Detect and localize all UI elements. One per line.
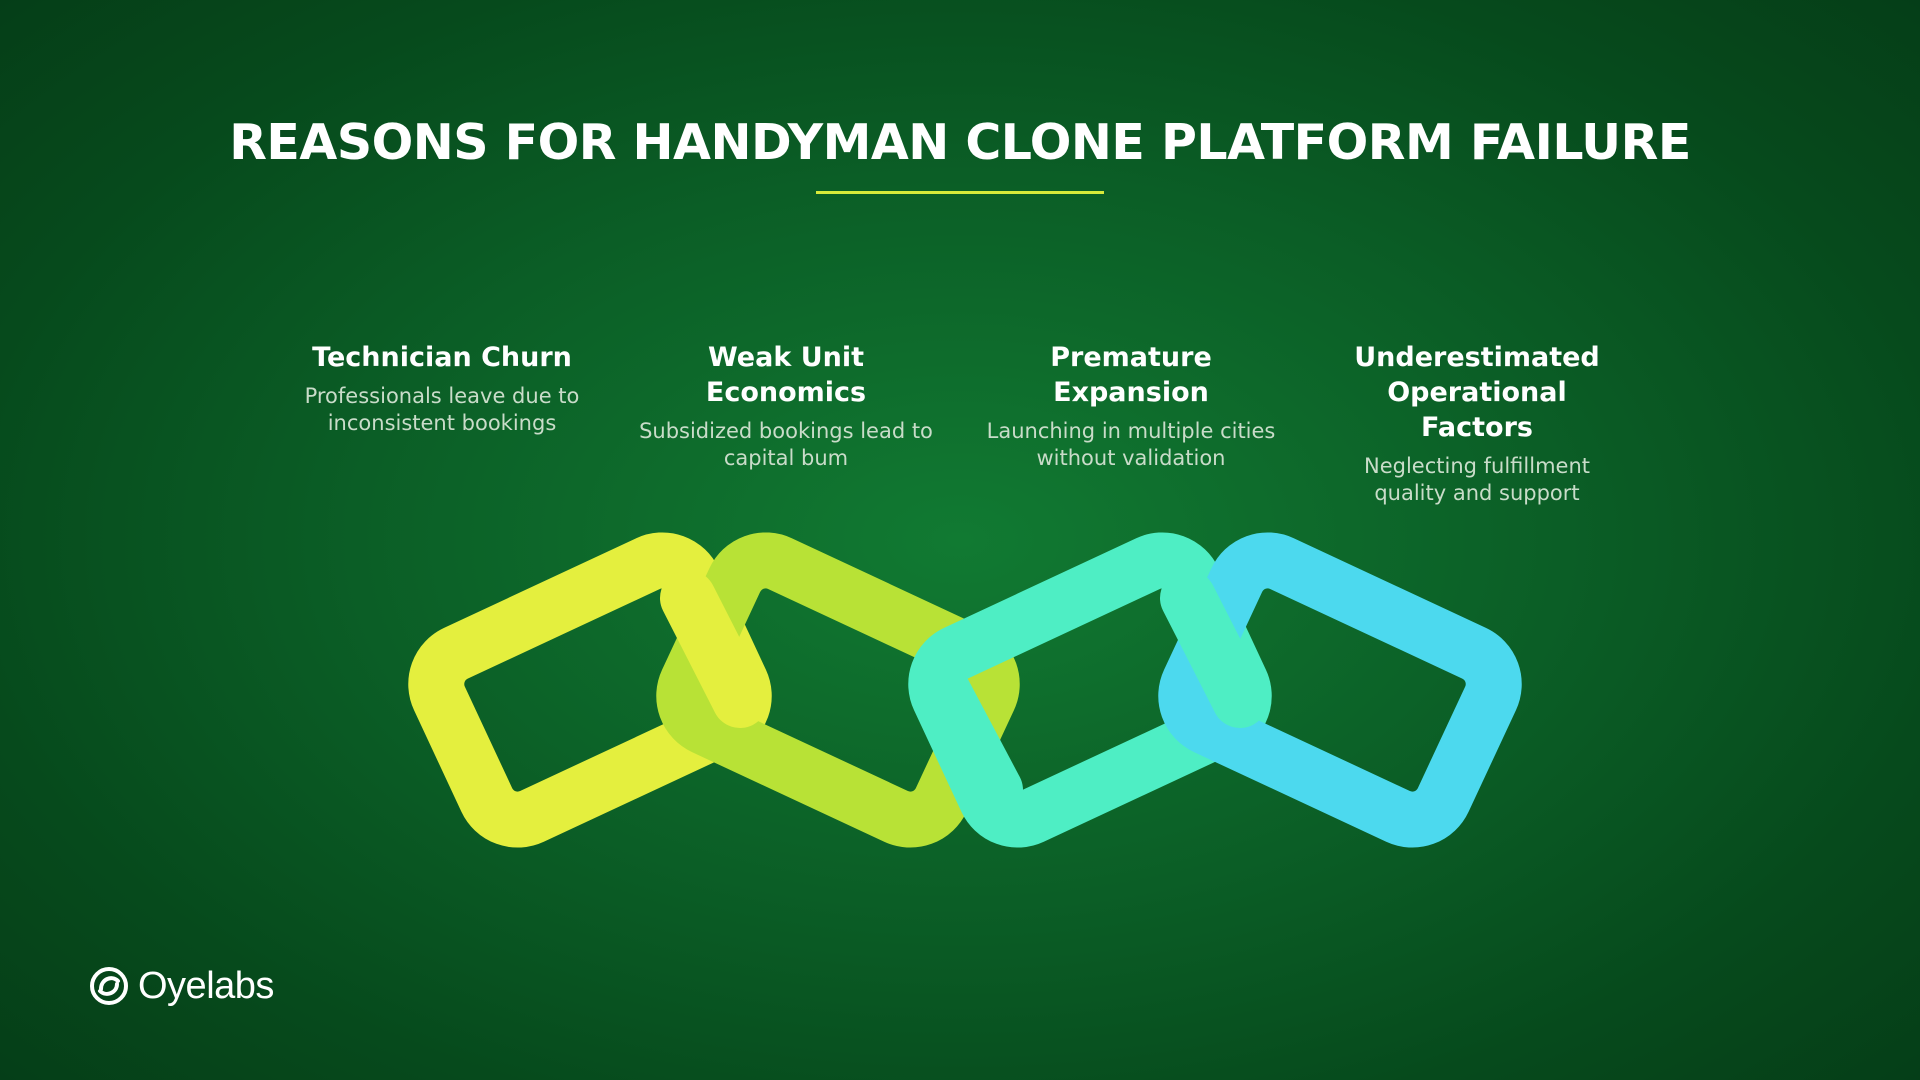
reason-heading: Premature Expansion (1050, 342, 1212, 408)
page-title: REASONS FOR HANDYMAN CLONE PLATFORM FAIL… (229, 114, 1691, 171)
reason-heading: Underestimated Operational Factors (1354, 342, 1600, 443)
reason-underestimated-operational-factors: Underestimated Operational Factors Negle… (1327, 340, 1627, 507)
reason-technician-churn: Technician Churn Professionals leave due… (292, 340, 592, 437)
chain-link-1-overlap (660, 570, 768, 728)
reason-description: Subsidized bookings lead to capital bum (639, 419, 933, 470)
reason-heading: Technician Churn (312, 342, 572, 373)
title-underline (816, 191, 1104, 194)
reason-description: Neglecting fulfillment quality and suppo… (1364, 454, 1590, 505)
chain-link-3-overlap-right (1160, 570, 1268, 728)
reason-premature-expansion: Premature Expansion Launching in multipl… (981, 340, 1281, 472)
brand-logo: Oyelabs (88, 963, 274, 1009)
reason-weak-unit-economics: Weak Unit Economics Subsidized bookings … (636, 340, 936, 472)
reason-heading: Weak Unit Economics (705, 342, 867, 408)
oyelabs-logo-icon (90, 967, 128, 1005)
reason-description: Launching in multiple cities without val… (986, 419, 1276, 470)
chain-link-3-overlap (914, 662, 1023, 818)
brand-name: Oyelabs (138, 964, 274, 1007)
reason-description: Professionals leave due to inconsistent … (304, 384, 580, 435)
